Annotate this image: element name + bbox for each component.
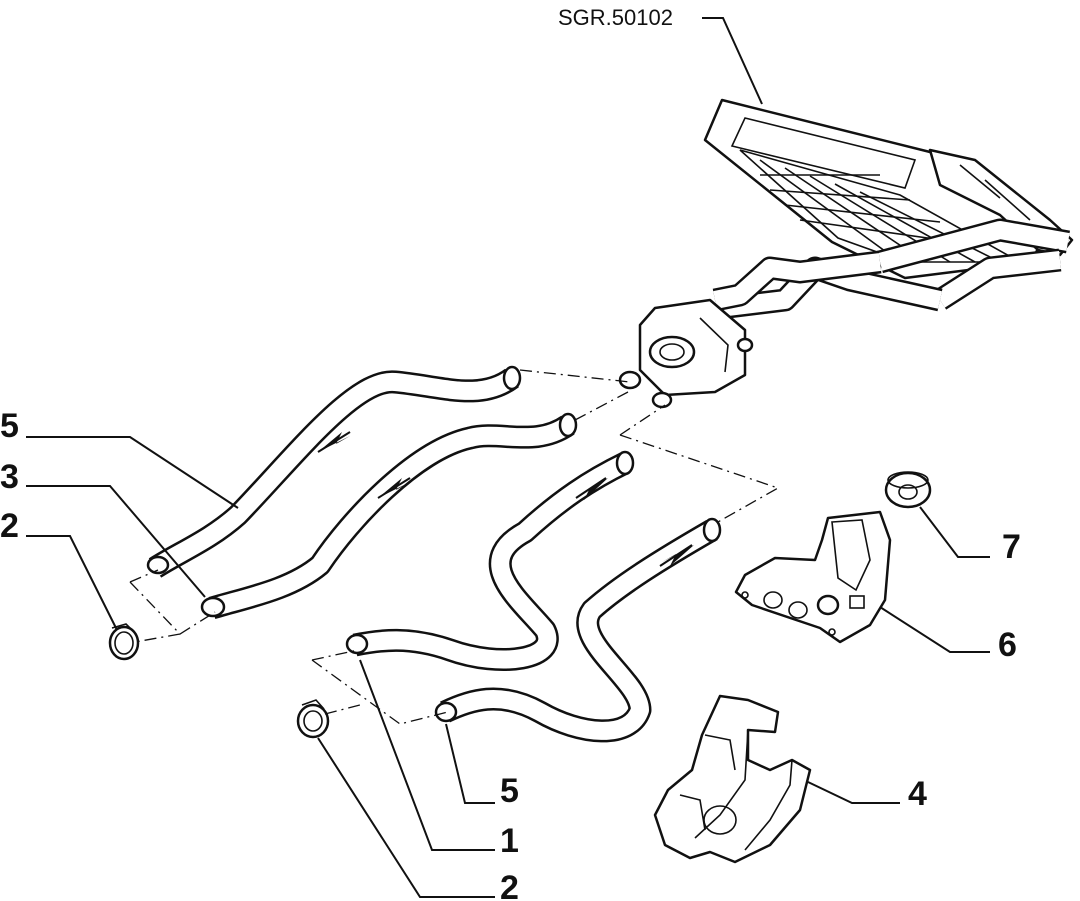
flow-arrow-icon — [662, 545, 694, 566]
hose-holder — [653, 694, 812, 864]
hose-clamp-bottom — [296, 699, 330, 739]
hose-1 — [345, 450, 635, 671]
callout-2-bottom: 2 — [500, 869, 519, 901]
core-fins — [759, 159, 1001, 263]
callout-6: 6 — [998, 626, 1017, 664]
hose-5-lower — [434, 517, 722, 743]
assembly-guide-lines — [129, 369, 780, 725]
reference-code: SGR.50102 — [558, 5, 673, 30]
callout-2-left: 2 — [0, 507, 19, 545]
labels: SGR.50102 5 3 2 7 6 5 4 1 2 — [0, 5, 1021, 901]
callout-7: 7 — [1002, 528, 1021, 566]
hose-3 — [200, 412, 578, 620]
callout-1: 1 — [500, 822, 519, 860]
grommet — [884, 471, 932, 509]
leader-lines — [26, 17, 990, 898]
heater-core — [703, 98, 1074, 320]
flow-arrow-icon — [576, 478, 608, 500]
water-valve — [618, 298, 754, 409]
callout-4: 4 — [908, 775, 927, 813]
core-outlet-pipes — [712, 218, 1070, 320]
mounting-bracket — [734, 510, 892, 644]
hose-clamp-left — [108, 623, 140, 661]
callout-5-bottom: 5 — [500, 772, 519, 810]
callout-5-left: 5 — [0, 407, 19, 445]
hose-5-upper — [146, 365, 522, 578]
callout-3: 3 — [0, 458, 19, 496]
